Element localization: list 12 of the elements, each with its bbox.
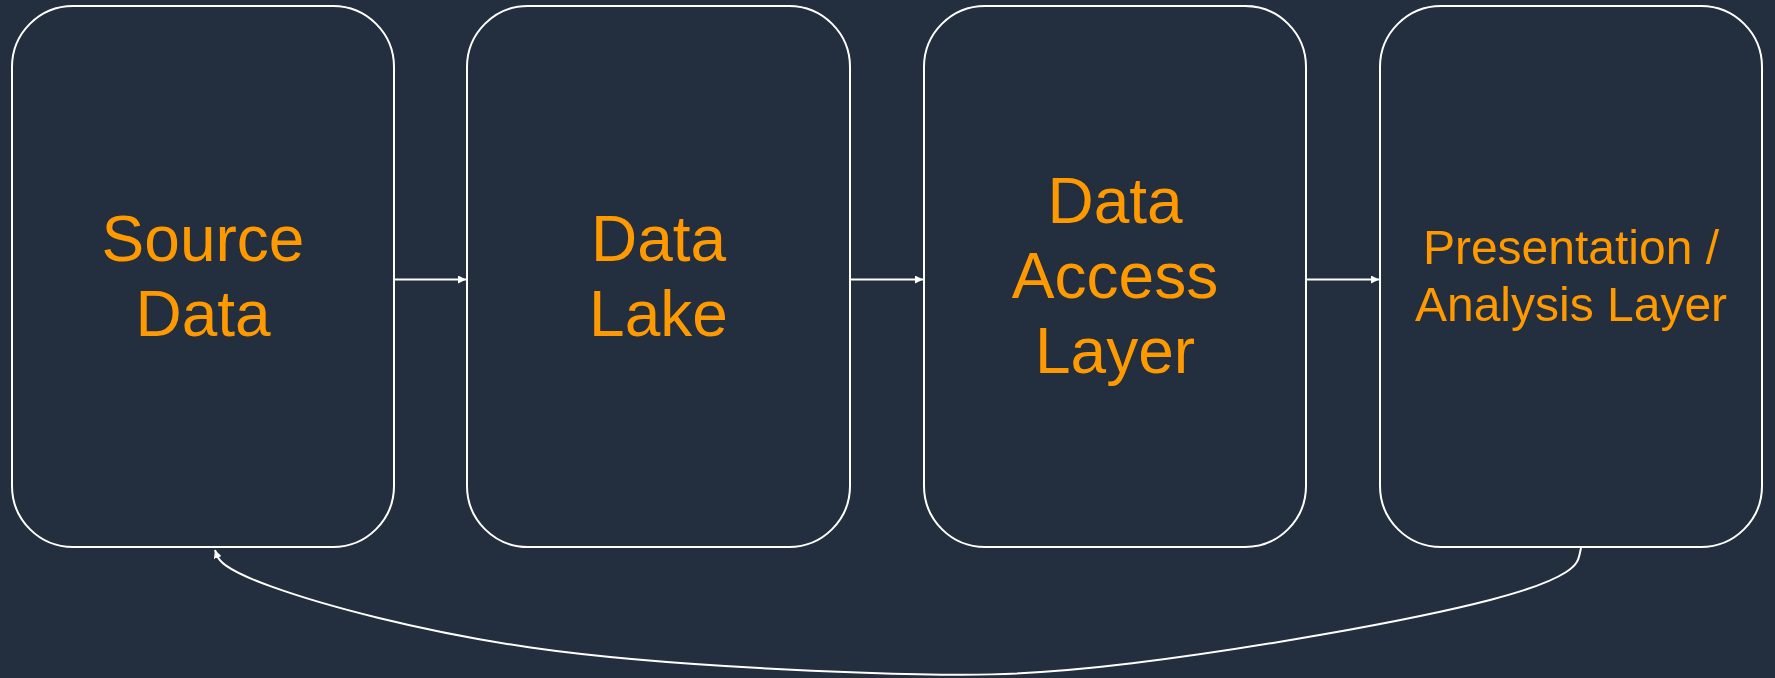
box-label: Source Data: [100, 201, 306, 352]
arrow: [1306, 275, 1380, 284]
box-label: Data Lake: [588, 201, 729, 352]
arrow: [850, 275, 924, 284]
box-label: Presentation / Analysis Layer: [1413, 220, 1729, 333]
process-box: [1379, 5, 1763, 548]
arrow: [394, 275, 467, 284]
process-box: [466, 5, 851, 548]
box-label: Data Access Layer: [1010, 164, 1220, 389]
arrow: [213, 547, 1582, 676]
process-box: [11, 5, 395, 548]
process-box: [923, 5, 1307, 548]
